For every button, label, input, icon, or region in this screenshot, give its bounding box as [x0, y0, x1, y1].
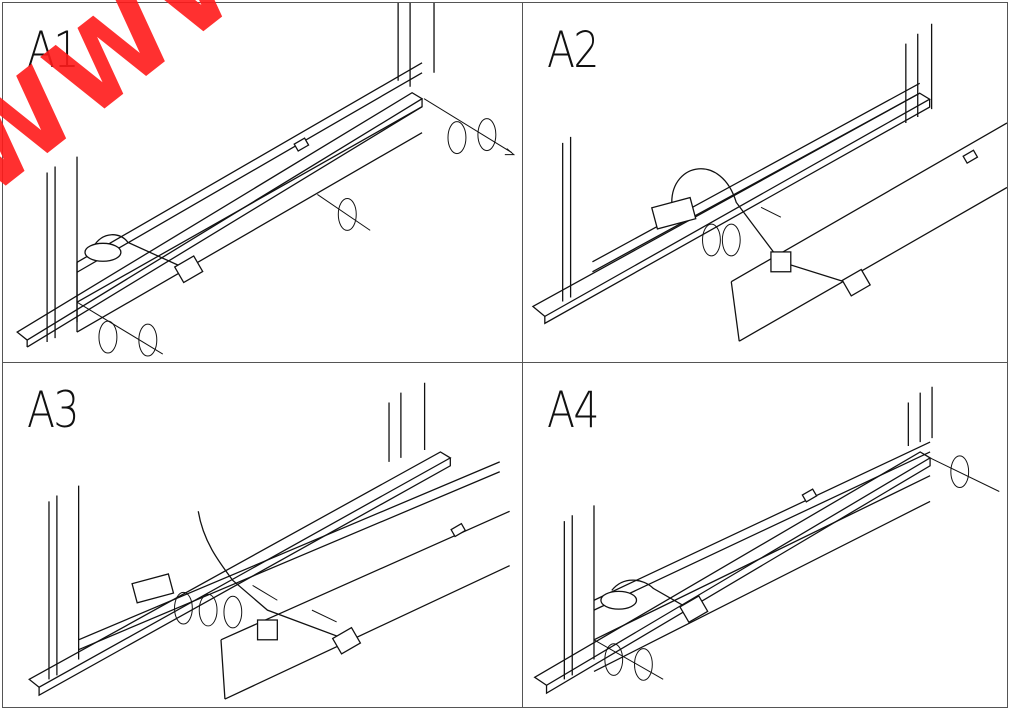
a3-arrows	[252, 584, 337, 623]
panel-a2: A2	[523, 3, 1007, 363]
panel-a4-drawing	[533, 386, 1000, 695]
a2-base-rails	[592, 82, 921, 273]
panel-a2-drawing	[531, 23, 1007, 342]
panel-a3-drawing	[28, 382, 510, 700]
a2-plinth-front	[544, 99, 931, 325]
a1-cover-panel	[76, 62, 423, 333]
a4-plug	[679, 595, 709, 624]
a1-rotate-icon-4	[98, 320, 118, 354]
a3-cover-panel	[220, 510, 510, 700]
a4-plinth-front	[545, 457, 931, 695]
a1-arrow-bottom	[76, 301, 164, 355]
a4-gland	[600, 590, 638, 610]
a1-gland	[84, 242, 122, 262]
a3-left-upright	[48, 485, 80, 680]
a4-arrow-bottom	[593, 639, 664, 680]
panel-a2-label: A2	[547, 21, 599, 79]
a4-rotate-icon-2	[604, 643, 624, 676]
a1-arrow-right-head	[504, 148, 516, 156]
a2-gland	[770, 251, 792, 273]
a3-plinth-front	[38, 457, 451, 697]
a1-left-upright	[46, 156, 78, 343]
a4-rotate-icon-1	[950, 455, 970, 489]
panel-a3-label: A3	[27, 381, 79, 439]
a2-rotate-icon-2	[721, 223, 741, 257]
panel-a1-label: A1	[27, 21, 79, 79]
a3-plinth-top	[28, 451, 452, 689]
a3-rotate-icon-3	[223, 595, 243, 629]
a2-rotate-icon-1	[702, 223, 721, 257]
a4-clip	[801, 488, 818, 503]
panel-a3: A3	[3, 363, 523, 707]
a3-rotate-icon-1	[174, 591, 193, 625]
a1-rotate-icon-5	[138, 323, 158, 357]
a1-arrow-middle	[317, 194, 371, 231]
a2-right-upright	[905, 23, 933, 123]
a1-rotate-icon-1	[447, 121, 467, 155]
a2-left-upright	[562, 136, 572, 302]
a2-cable	[671, 168, 851, 285]
a4-cover-panel	[593, 441, 931, 672]
a3-base-rails	[78, 461, 500, 651]
panel-a1: A1	[3, 3, 523, 363]
a4-arrow-right	[929, 457, 1000, 492]
a2-terminal-block	[650, 196, 697, 230]
a3-cable	[197, 511, 342, 639]
a3-rotate-icon-2	[198, 593, 218, 627]
a4-cable	[611, 579, 689, 609]
a4-rotate-icon-3	[634, 648, 653, 681]
a3-right-upright	[388, 382, 426, 462]
a3-terminal-block	[131, 573, 175, 604]
a1-clip	[293, 137, 310, 152]
a3-gland	[256, 619, 278, 641]
a3-clip	[450, 522, 467, 538]
a1-arrow-right	[423, 98, 513, 154]
a1-cable	[92, 234, 183, 268]
a1-plinth-front	[26, 98, 423, 348]
a2-arrow	[760, 206, 782, 218]
a2-plug	[841, 268, 872, 297]
panel-a4: A4	[523, 363, 1007, 707]
a1-rotate-icon-2	[477, 118, 497, 152]
a3-plug	[331, 626, 362, 655]
a4-plinth-top	[533, 451, 932, 687]
a2-clip	[962, 149, 979, 165]
panel-a1-drawing	[16, 3, 516, 357]
a4-left-upright	[563, 505, 595, 680]
panel-a4-label: A4	[547, 381, 599, 439]
a1-right-upright	[397, 3, 435, 87]
a4-right-upright	[907, 386, 933, 447]
a1-rotate-icon-3	[337, 197, 357, 231]
a1-plug	[173, 255, 204, 284]
